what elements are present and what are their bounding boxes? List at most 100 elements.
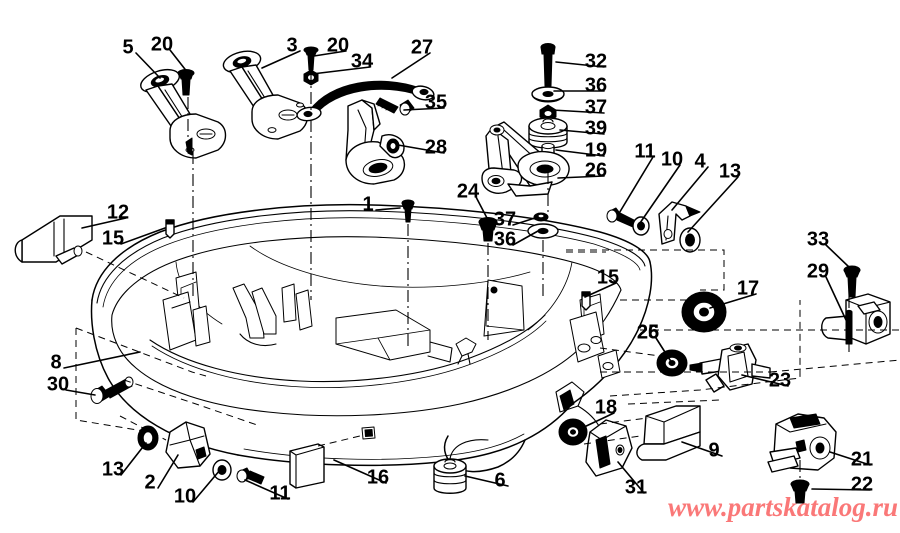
part-30-screw-shoulder — [90, 376, 134, 404]
callout-24: 24 — [457, 180, 488, 219]
callout-20: 20 — [151, 33, 189, 74]
callout-6: 6 — [464, 469, 509, 491]
callout-18: 18 — [581, 396, 617, 429]
part-37-nut-small-lower — [533, 212, 549, 222]
callout-leader-line — [584, 282, 617, 298]
callout-leader-line — [333, 459, 387, 484]
lower-engine-cover-pan — [90, 203, 653, 473]
callout-10: 10 — [639, 148, 683, 224]
part-11-screw-short — [606, 207, 637, 228]
part-13-washer-bottom — [137, 425, 159, 451]
part-16-pad-plate — [289, 443, 325, 489]
callout-number: 32 — [585, 50, 607, 72]
callout-number: 11 — [634, 140, 655, 162]
callout-22: 22 — [811, 473, 873, 495]
callout-1: 1 — [362, 193, 401, 215]
callout-leader-line — [681, 441, 723, 457]
callout-number: 34 — [351, 50, 374, 72]
part-33-bolt-hex-short — [843, 265, 861, 298]
callout-34: 34 — [311, 50, 374, 75]
callout-leader-line — [375, 207, 401, 211]
part-3-mount-bracket-right — [222, 50, 309, 140]
callout-39: 39 — [559, 117, 607, 139]
callout-20: 20 — [313, 34, 349, 57]
callout-36: 36 — [553, 74, 607, 96]
callout-leader-line — [639, 164, 681, 224]
callout-number: 16 — [367, 466, 389, 488]
part-10-washer-bottom — [212, 459, 232, 481]
part-25-washer-flat — [656, 349, 688, 377]
callout-36: 36 — [494, 228, 539, 250]
part-35-screw-thread — [375, 97, 415, 116]
callout-32: 32 — [555, 50, 607, 72]
callout-leader-line — [169, 49, 189, 74]
part-1-screw — [401, 199, 415, 223]
callout-number: 3 — [286, 34, 297, 56]
callout-number: 9 — [708, 439, 719, 461]
callout-9: 9 — [681, 439, 723, 461]
callout-17: 17 — [709, 277, 759, 309]
callout-30: 30 — [47, 373, 96, 396]
part-28-bracket-hook — [345, 99, 405, 185]
callout-number: 18 — [595, 396, 617, 418]
callout-33: 33 — [807, 228, 851, 269]
part-29-clamp-block — [821, 293, 891, 345]
callout-leader-line — [403, 107, 445, 111]
callout-leader-line — [475, 196, 488, 219]
part-23-lever-shaft-assembly — [689, 343, 771, 393]
callout-number: 37 — [494, 208, 516, 230]
callout-number: 24 — [457, 180, 480, 202]
callout-number: 33 — [807, 228, 829, 250]
callout-number: 30 — [47, 373, 69, 395]
callout-leader-line — [157, 454, 179, 489]
callout-leader-line — [261, 50, 301, 69]
callout-13: 13 — [102, 442, 147, 480]
callout-leader-line — [313, 50, 347, 57]
callout-leader-line — [811, 488, 871, 491]
assembly-guide-lines — [75, 70, 900, 447]
callout-11: 11 — [617, 140, 656, 216]
callout-12: 12 — [81, 201, 129, 229]
callout-leader-line — [135, 52, 161, 79]
part-20-screw-center — [303, 46, 319, 71]
callout-number: 36 — [494, 228, 516, 250]
callout-leader-line — [391, 52, 431, 79]
callout-leader-line — [512, 230, 539, 246]
callout-number: 25 — [637, 321, 659, 343]
callout-number: 19 — [585, 139, 607, 161]
part-4-clip-latch — [658, 201, 701, 245]
part-6-grommet-stack — [433, 439, 489, 494]
callout-number: 35 — [425, 91, 447, 113]
part-36-washer-large-lower — [527, 223, 559, 239]
callout-leader-line — [555, 61, 605, 68]
callout-28: 28 — [397, 136, 447, 158]
callout-number: 5 — [122, 36, 133, 58]
callout-leader-line — [617, 461, 645, 494]
callout-leader-line — [192, 469, 221, 503]
callout-number: 2 — [144, 471, 155, 493]
callout-number: 11 — [269, 482, 290, 504]
callout-number: 20 — [151, 33, 173, 55]
callout-number: 4 — [694, 150, 706, 172]
part-2-bracket-block — [165, 421, 211, 469]
callout-26: 26 — [557, 159, 607, 181]
callout-leader-line — [557, 175, 605, 179]
callout-leader-line — [559, 129, 605, 135]
callout-number: 36 — [585, 74, 607, 96]
callout-5: 5 — [122, 36, 161, 79]
callout-8: 8 — [50, 351, 141, 373]
callout-3: 3 — [261, 34, 301, 69]
callout-number: 27 — [411, 36, 433, 58]
callout-leader-line — [671, 166, 709, 211]
callout-27: 27 — [391, 36, 433, 79]
callout-26: 26 — [637, 321, 671, 361]
callout-number: 28 — [425, 136, 447, 158]
callout-number: 39 — [585, 117, 607, 139]
callout-leader-line — [555, 149, 605, 157]
callout-10: 10 — [174, 469, 221, 507]
callout-16: 16 — [333, 459, 389, 488]
callout-number: 10 — [174, 485, 196, 507]
